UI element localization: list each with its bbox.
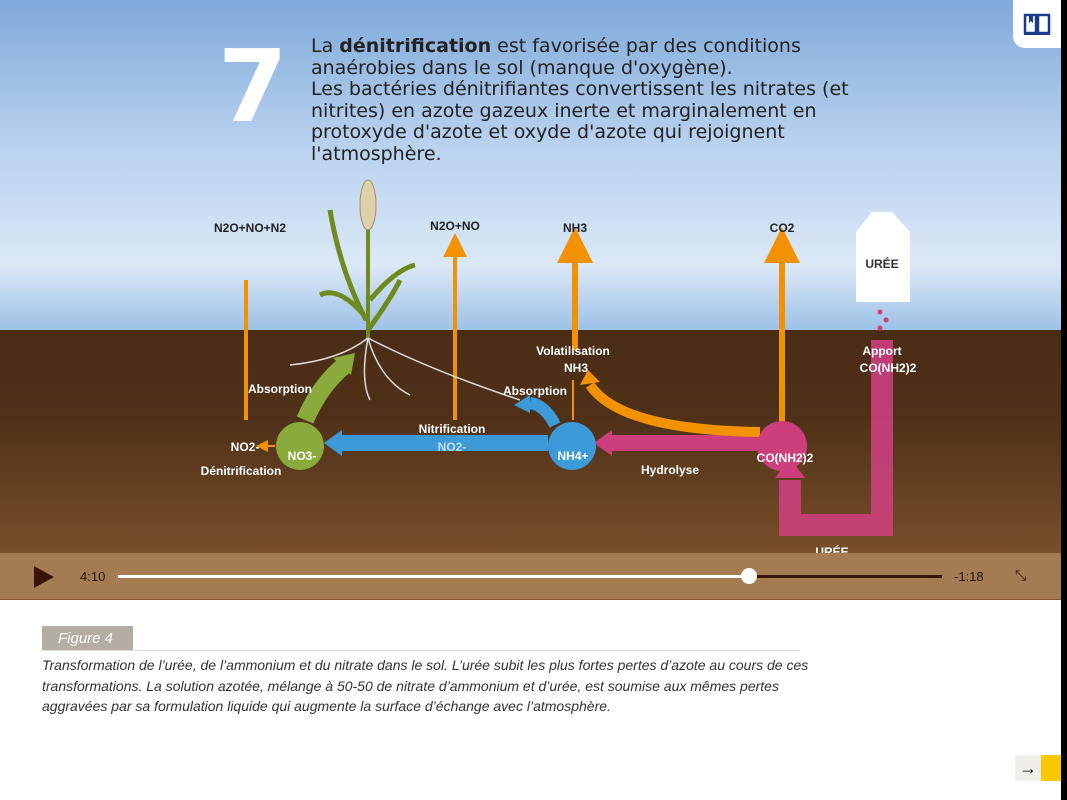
- window-edge: [1061, 0, 1067, 800]
- glossary-button[interactable]: [1013, 0, 1061, 48]
- seek-progress: [118, 575, 750, 578]
- book-icon: [1023, 13, 1051, 35]
- svg-text:NO2-: NO2-: [438, 440, 467, 454]
- svg-text:Dénitrification: Dénitrification: [201, 464, 282, 478]
- fullscreen-icon[interactable]: ⤡: [1015, 567, 1027, 583]
- seek-slider[interactable]: [118, 568, 942, 584]
- svg-text:Hydrolyse: Hydrolyse: [641, 463, 699, 477]
- animation-stage: 7 La dénitrification est favorisée par d…: [0, 0, 1061, 553]
- remaining-time: -1:18: [954, 569, 984, 584]
- svg-text:N2O+NO: N2O+NO: [430, 219, 480, 233]
- svg-text:Nitrification: Nitrification: [419, 422, 486, 436]
- svg-text:NO2-: NO2-: [231, 440, 260, 454]
- nitrogen-cycle-diagram: URÉE N2O+NO+N2 N2O+NO NH3 CO2 Absorption…: [201, 179, 917, 553]
- play-button[interactable]: [34, 566, 54, 588]
- urea-circle: [757, 421, 807, 471]
- svg-text:NH3: NH3: [564, 361, 588, 375]
- svg-text:NH3: NH3: [563, 221, 587, 235]
- roots: [289, 337, 521, 401]
- elapsed-time: 4:10: [80, 569, 106, 584]
- svg-text:URÉE: URÉE: [815, 544, 848, 553]
- seek-handle[interactable]: [741, 568, 758, 584]
- bag-label: URÉE: [865, 256, 898, 271]
- nh4-circle: [548, 422, 596, 470]
- svg-text:Absorption: Absorption: [503, 384, 567, 398]
- svg-text:NO3-: NO3-: [288, 449, 317, 463]
- intro-text: La dénitrification est favorisée par des…: [311, 35, 849, 165]
- svg-text:CO(NH2)2: CO(NH2)2: [757, 451, 814, 465]
- arrow-right-icon: →: [1019, 757, 1037, 778]
- svg-text:N2O+NO+N2: N2O+NO+N2: [214, 221, 286, 235]
- svg-text:CO2: CO2: [770, 221, 795, 235]
- divider: [42, 650, 800, 651]
- wheat-plant-icon: [318, 179, 416, 340]
- svg-text:CO(NH2)2: CO(NH2)2: [860, 361, 917, 375]
- step-number: 7: [218, 28, 288, 145]
- svg-text:Absorption: Absorption: [248, 382, 312, 396]
- figure-caption: Transformation de l’urée, de l’ammonium …: [42, 657, 809, 714]
- volatilisation-arrow: [585, 382, 761, 437]
- svg-text:Apport: Apport: [862, 344, 901, 358]
- svg-text:Volatilisation: Volatilisation: [536, 344, 610, 358]
- apport-arrow: [779, 340, 893, 536]
- no3-circle: [276, 422, 324, 470]
- accent-tab: [1041, 755, 1061, 781]
- video-player-controls: 4:10 -1:18 ⤡: [0, 553, 1061, 600]
- svg-text:NH4+: NH4+: [557, 449, 588, 463]
- figure-label: Figure 4: [42, 626, 133, 650]
- next-page-button[interactable]: →: [1015, 755, 1041, 781]
- urea-bag-icon: [856, 212, 910, 302]
